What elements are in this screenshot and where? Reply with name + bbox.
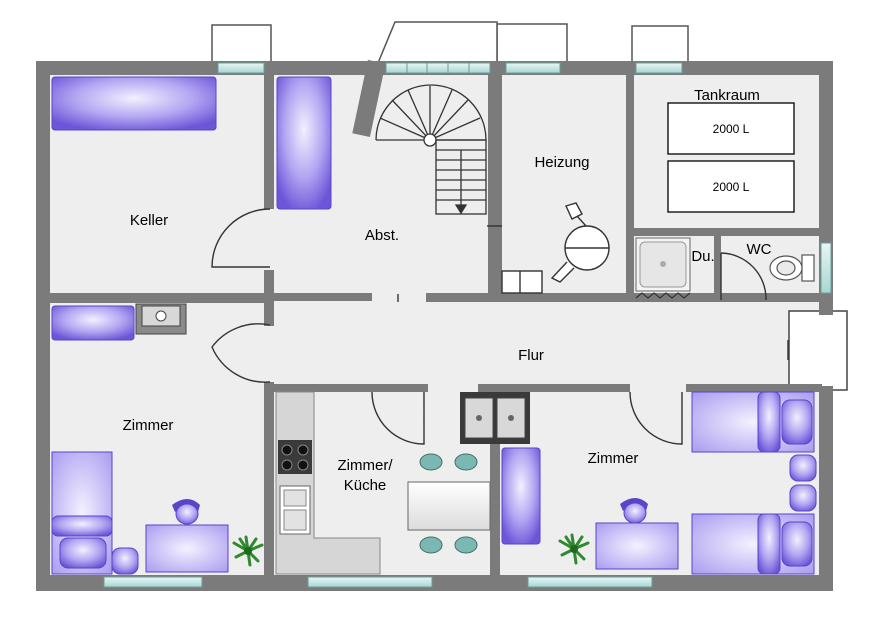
kitchen-counter [275,391,381,575]
interior-walls [44,59,822,584]
room-label-zimmer-right: Zimmer [588,450,639,467]
tank-2-label: 2000 L [713,180,750,194]
room-label-du: Du. [691,248,714,265]
room-label-keller: Keller [130,212,168,229]
boiler [501,202,610,294]
windows [103,62,832,588]
room-label-tankraum: Tankraum [694,87,760,104]
left-sink-unit [135,303,187,335]
spiral-staircase [375,84,487,215]
right-bed-bottom [691,513,815,575]
room-label-wc: WC [747,241,772,258]
right-nightstands [789,454,817,512]
right-bed-top [691,391,815,453]
right-desk [595,498,679,570]
tank-1-label: 2000 L [713,122,750,136]
left-desk [145,499,229,573]
toilet [769,254,815,282]
right-plant [558,533,590,565]
abst-shelf [276,76,332,210]
dining-table [407,453,491,554]
room-label-kueche-line2: Küche [344,477,387,494]
tank-1 [667,102,795,155]
doors [211,208,789,445]
double-sink [460,392,530,444]
window-boxes [211,21,689,64]
window-dividers [406,63,470,73]
flur-extension [788,310,848,391]
shower [635,237,691,299]
room-label-flur: Flur [518,347,544,364]
left-bed [51,451,139,575]
room-label-abst: Abst. [365,227,399,244]
right-zimmer-shelf [501,447,541,545]
room-label-zimmer-left: Zimmer [123,417,174,434]
left-zimmer-shelf [51,305,135,341]
left-plant [232,535,264,567]
room-label-kueche-line1: Zimmer/ [338,457,394,474]
room-label-heizung: Heizung [534,154,589,171]
tank-2 [667,160,795,213]
keller-shelf [51,76,217,131]
tanks: 2000 L 2000 L [667,102,795,213]
